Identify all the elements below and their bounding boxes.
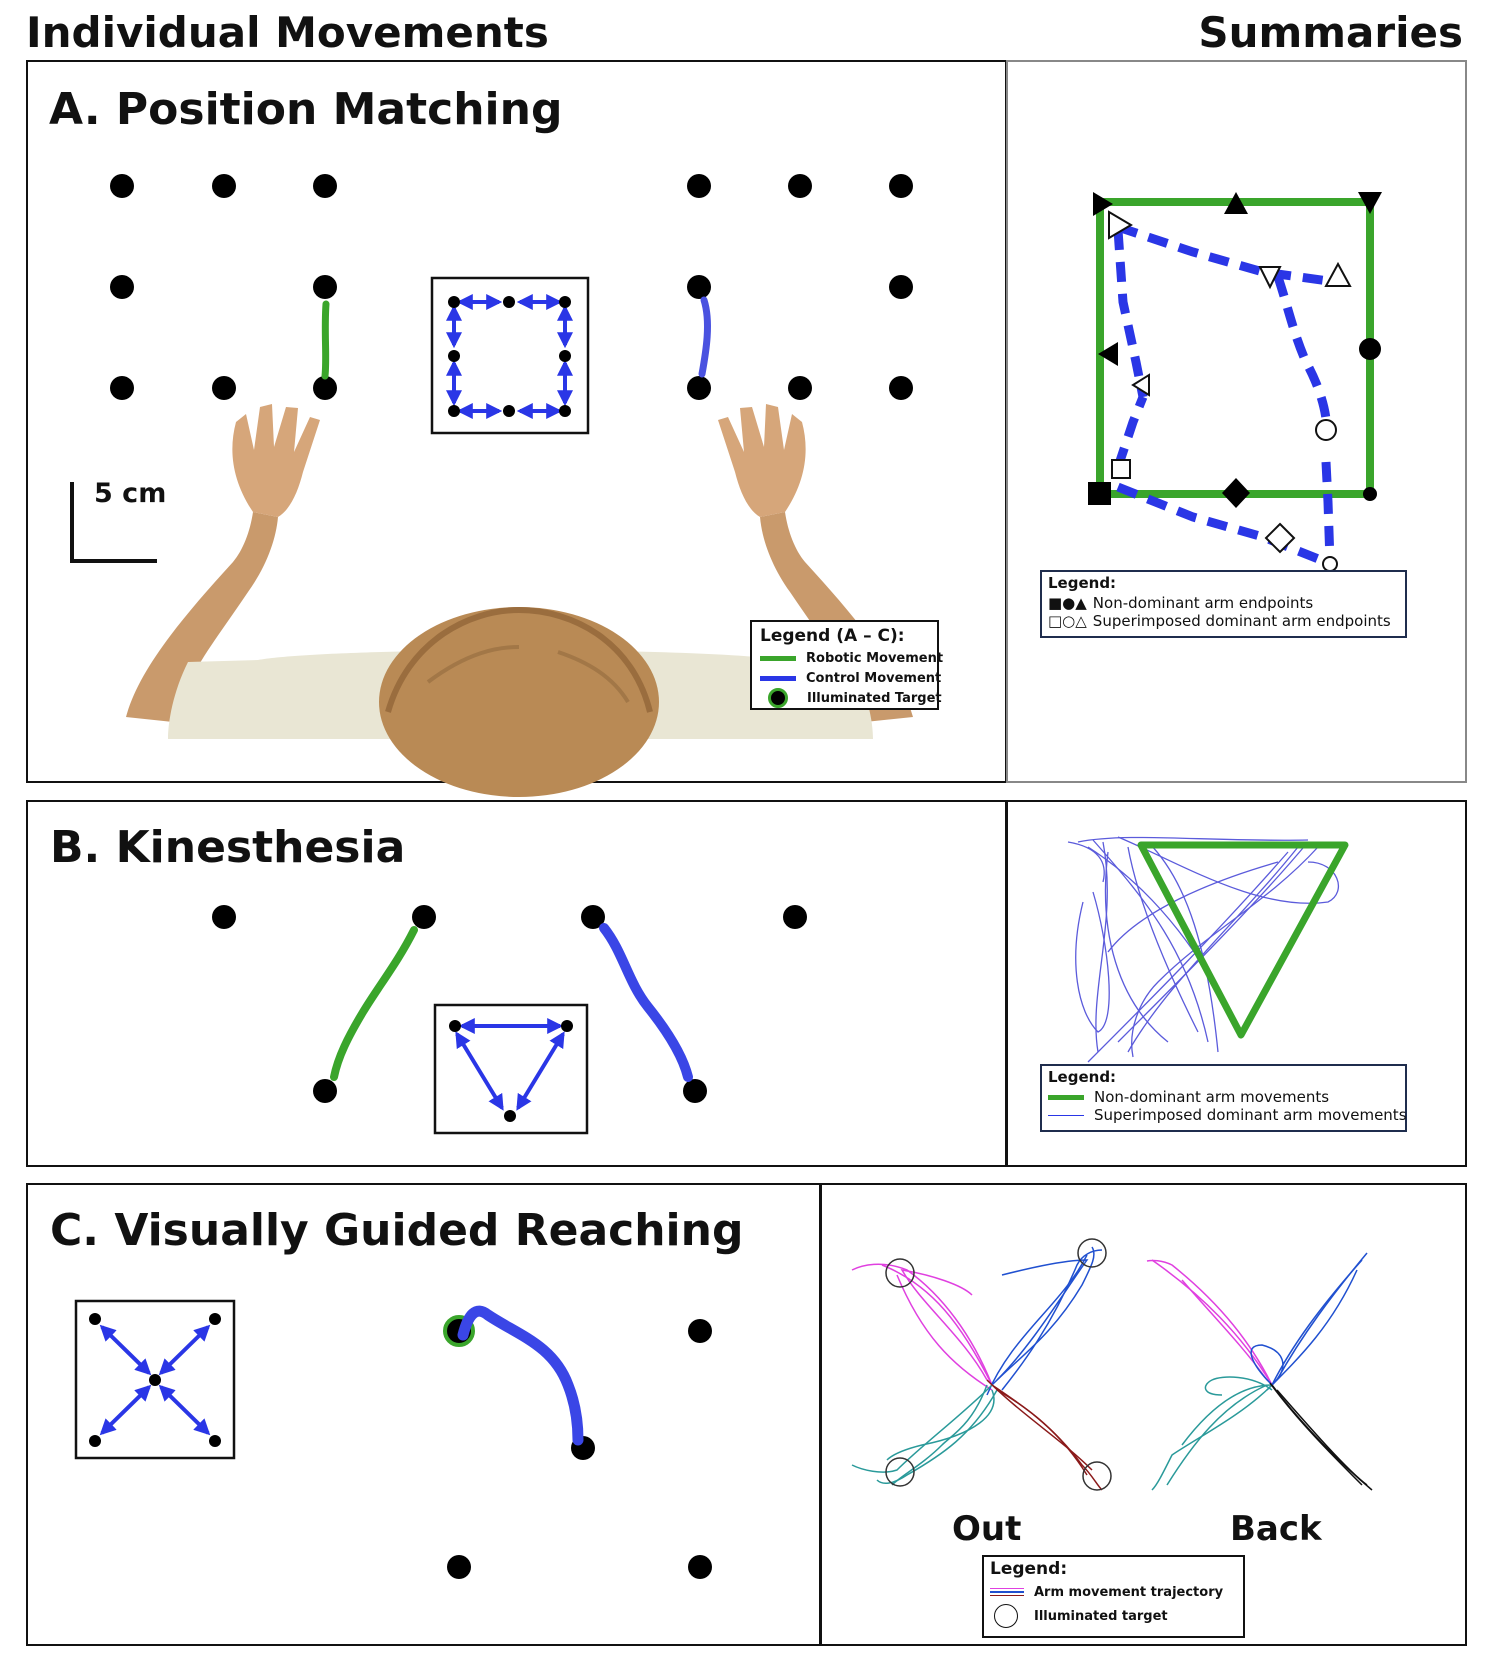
header-summaries: Summaries	[1198, 8, 1463, 57]
panel-b-individual: B. Kinesthesia	[26, 800, 1007, 1167]
legend-item-non-dominant-endpoints: ■●▲ Non-dominant arm endpoints	[1048, 594, 1399, 612]
label-out: Out	[952, 1509, 1022, 1549]
panel-a-individual: A. Position Matching	[26, 60, 1007, 797]
legend-item-label: Superimposed dominant arm endpoints	[1092, 612, 1391, 630]
panel-a-title: A. Position Matching	[49, 84, 563, 135]
legend-reaching-summary: Legend: Arm movement trajectory Illumina…	[982, 1555, 1245, 1638]
legend-item-label: Arm movement trajectory	[1034, 1584, 1224, 1600]
non-dominant-arm-triangle	[1137, 841, 1349, 1039]
panel-c-summary: Out Back Legend: Arm movement trajectory…	[820, 1183, 1467, 1646]
green-line-icon	[760, 655, 796, 661]
scale-bar	[70, 482, 157, 563]
panel-b-title: B. Kinesthesia	[50, 822, 406, 873]
panel-b-summary: Legend: Non-dominant arm movements Super…	[1006, 800, 1467, 1167]
panel-c-figure	[74, 1299, 712, 1579]
legend-item-label: Superimposed dominant arm movements	[1094, 1106, 1407, 1124]
panel-c-individual: C. Visually Guided Reaching	[26, 1183, 821, 1646]
kinesthesia-summary	[1067, 836, 1349, 1063]
legend-summary-title: Legend:	[1048, 1068, 1117, 1086]
label-back: Back	[1230, 1509, 1322, 1549]
left-target-grid	[110, 174, 337, 400]
robotic-movement-path	[321, 300, 330, 380]
legend-item-label: Control Movement	[806, 670, 942, 686]
legend-item-label: Non-dominant arm endpoints	[1092, 594, 1314, 612]
triangle-schematic	[433, 1003, 589, 1135]
legend-item-non-dominant-movements: Non-dominant arm movements	[1048, 1088, 1399, 1106]
dominant-endpoints	[1108, 210, 1352, 572]
panel-c-title: C. Visually Guided Reaching	[50, 1205, 744, 1256]
non-dominant-endpoints	[1088, 192, 1382, 508]
dominant-arm-trajectories	[1067, 836, 1339, 1063]
green-ring-dot-icon	[768, 688, 788, 708]
panel-a-figure	[70, 174, 913, 797]
reaching-targets	[447, 1319, 712, 1579]
legend-item-label: Robotic Movement	[806, 650, 944, 666]
legend-summary-title: Legend:	[990, 1559, 1068, 1579]
legend-item-trajectory: Arm movement trajectory	[990, 1581, 1237, 1603]
legend-item-illuminated-target: Illuminated target	[990, 1603, 1237, 1629]
blue-line-icon	[760, 675, 796, 681]
legend-item-label: Non-dominant arm movements	[1094, 1088, 1330, 1106]
out-illuminated-targets	[885, 1238, 1112, 1491]
open-circle-icon	[994, 1604, 1018, 1628]
position-matching-summary	[1088, 192, 1382, 572]
legend-item-illuminated: Illuminated Target	[760, 688, 942, 708]
legend-item-dominant-endpoints: □○△ Superimposed dominant arm endpoints	[1048, 612, 1399, 630]
legend-item-label: Illuminated target	[1034, 1608, 1168, 1624]
robotic-movement-path	[330, 926, 418, 1081]
kinesthesia-targets	[212, 905, 807, 1103]
header-individual-movements: Individual Movements	[26, 8, 549, 57]
reaching-summary	[851, 1238, 1373, 1491]
legend-position-summary: Legend: ■●▲ Non-dominant arm endpoints □…	[1040, 570, 1407, 638]
scale-bar-label: 5 cm	[94, 478, 167, 509]
center-out-schematic	[74, 1299, 236, 1460]
control-movement-path	[457, 1305, 584, 1446]
thick-green-line-icon	[1048, 1094, 1084, 1100]
out-trajectories	[851, 1246, 1103, 1491]
legend-summary-title: Legend:	[1048, 574, 1117, 592]
right-target-grid	[687, 174, 913, 400]
panel-a-summary: Legend: ■●▲ Non-dominant arm endpoints □…	[1006, 60, 1467, 783]
control-movement-path	[698, 296, 711, 378]
legend-item-label: Illuminated Target	[807, 690, 942, 706]
legend-item-dominant-movements: Superimposed dominant arm movements	[1048, 1106, 1407, 1124]
legend-kinesthesia-summary: Legend: Non-dominant arm movements Super…	[1040, 1064, 1407, 1132]
multicolor-lines-icon	[990, 1587, 1024, 1597]
square-schematic	[430, 276, 590, 435]
back-trajectories	[1146, 1252, 1373, 1491]
legend-a-c: Legend (A – C): Robotic Movement Control…	[750, 620, 943, 710]
control-movement-path	[599, 923, 693, 1082]
legend-item-robotic: Robotic Movement	[760, 648, 943, 668]
panel-b-figure	[212, 905, 807, 1135]
person-illustration	[126, 404, 913, 797]
filled-shapes-icon: ■●▲	[1048, 594, 1087, 612]
legend-a-c-title: Legend (A – C):	[760, 626, 905, 646]
thin-blue-line-icon	[1048, 1114, 1084, 1116]
open-shapes-icon: □○△	[1048, 612, 1087, 630]
legend-item-control: Control Movement	[760, 668, 941, 688]
